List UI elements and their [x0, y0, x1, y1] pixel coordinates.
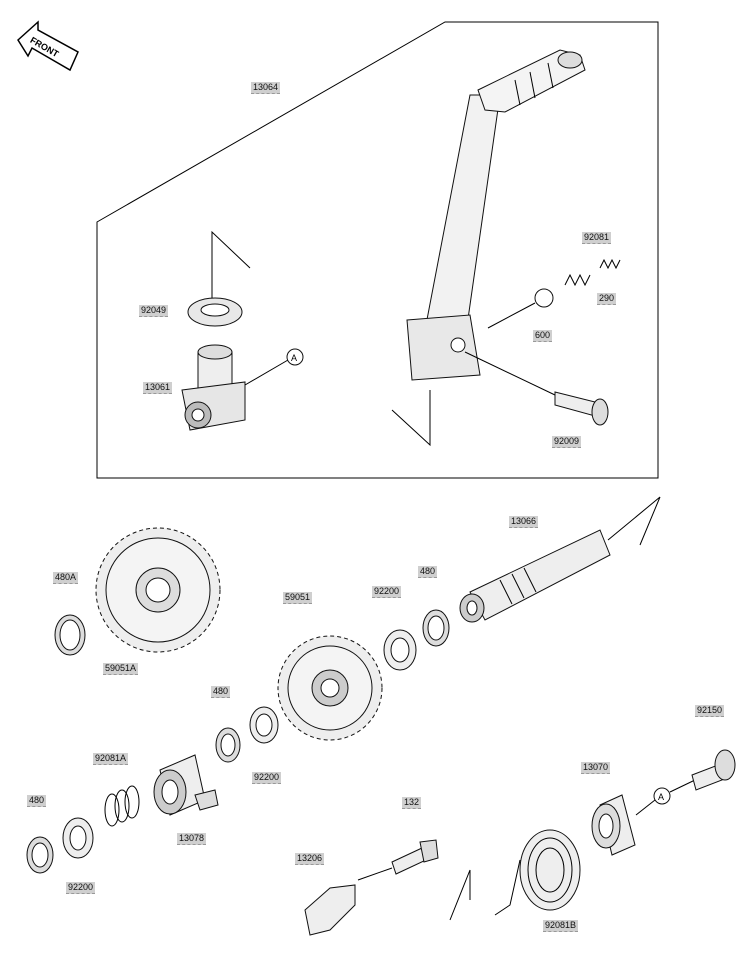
svg-text:A: A	[291, 353, 297, 363]
part-label-92081a[interactable]: 92081A	[93, 753, 129, 765]
part-label-59051[interactable]: 59051	[283, 592, 313, 604]
part-label-92150[interactable]: 92150	[695, 705, 725, 717]
kick-shaft-drawing	[459, 496, 661, 623]
spring-coil-drawing	[104, 785, 140, 827]
part-label-92200-middle[interactable]: 92200	[252, 772, 282, 784]
callout-a-upper	[286, 348, 304, 366]
gear-small-drawing	[277, 635, 383, 741]
gear-large-drawing	[95, 527, 221, 653]
part-label-59051a[interactable]: 59051A	[103, 663, 139, 675]
washer-middle-drawing	[249, 706, 279, 744]
ball-drawing	[534, 288, 554, 308]
seal-drawing	[187, 230, 251, 327]
kick-pedal-drawing	[391, 49, 586, 447]
pedal-base-drawing: A	[181, 344, 304, 431]
screw-drawing	[464, 351, 609, 426]
part-label-92081b[interactable]: 92081B	[543, 920, 579, 932]
circlip-lower-drawing	[26, 836, 54, 874]
bolt-drawing	[357, 839, 439, 881]
part-label-13066[interactable]: 13066	[509, 516, 539, 528]
part-label-92009[interactable]: 92009	[552, 436, 582, 448]
circlip-upper-drawing	[422, 609, 450, 647]
part-label-480-middle[interactable]: 480	[211, 686, 231, 698]
part-label-13070[interactable]: 13070	[581, 762, 611, 774]
part-label-13061[interactable]: 13061	[143, 382, 173, 394]
washer-upper-drawing	[383, 629, 417, 671]
part-label-92049[interactable]: 92049	[139, 305, 169, 317]
part-label-92081[interactable]: 92081	[582, 232, 612, 244]
part-label-290[interactable]: 290	[597, 293, 617, 305]
washer-lower-drawing	[62, 817, 94, 859]
callout-a-lower	[653, 787, 671, 805]
part-label-92200-lower[interactable]: 92200	[66, 882, 96, 894]
return-spring-drawing	[449, 829, 581, 921]
bolt-right-drawing	[691, 749, 736, 791]
part-label-600[interactable]: 600	[533, 330, 553, 342]
collar-drawing: A	[591, 779, 696, 856]
part-label-13078[interactable]: 13078	[177, 833, 207, 845]
part-label-480-lower[interactable]: 480	[27, 795, 47, 807]
part-label-92200-upper[interactable]: 92200	[372, 586, 402, 598]
svg-text:A: A	[658, 792, 664, 802]
guide-drawing	[304, 884, 356, 936]
front-arrow-icon: FRONT	[17, 20, 79, 72]
part-label-480-upper[interactable]: 480	[418, 566, 438, 578]
part-label-13064[interactable]: 13064	[251, 82, 281, 94]
ratchet-drawing	[153, 754, 219, 816]
circlip-middle-drawing	[215, 727, 241, 763]
part-label-13206[interactable]: 13206	[295, 853, 325, 865]
part-label-132[interactable]: 132	[402, 797, 422, 809]
assembly-frame	[96, 21, 659, 479]
part-label-480a[interactable]: 480A	[53, 572, 79, 584]
spring-drawing	[564, 258, 621, 287]
circlip-a-drawing	[54, 614, 86, 656]
